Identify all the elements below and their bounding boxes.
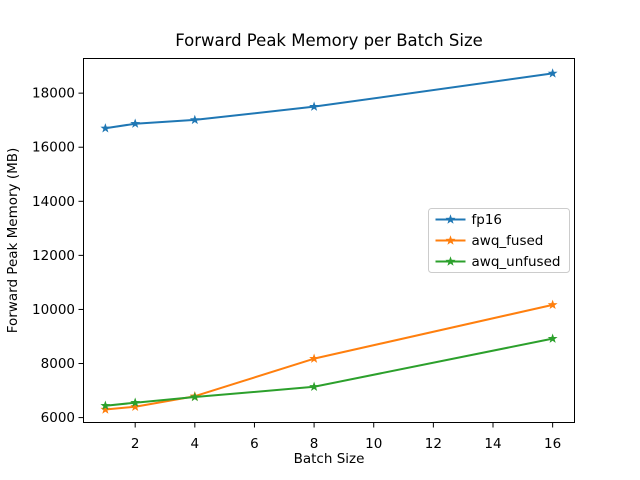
y-tick-label: 14000 (32, 194, 75, 210)
y-axis-ticks: 6000 8000 10000 12000 14000 16000 18000 (32, 86, 83, 426)
legend-label-awq_fused: awq_fused (472, 233, 544, 249)
x-axis-label: Batch Size (294, 451, 365, 467)
x-tick-label: 8 (310, 436, 319, 452)
y-tick-label: 8000 (41, 356, 75, 372)
marker-awq_fused (100, 404, 111, 414)
x-tick-label: 2 (131, 436, 140, 452)
marker-awq_unfused (547, 333, 558, 343)
marker-fp16 (309, 101, 320, 111)
marker-fp16 (189, 114, 200, 125)
marker-awq_unfused (130, 397, 141, 407)
legend-marker-fp16 (445, 214, 456, 224)
series-lines (100, 68, 558, 414)
y-tick-label: 12000 (32, 248, 75, 264)
marker-awq_fused (309, 353, 320, 363)
x-tick-label: 16 (544, 436, 561, 452)
marker-fp16 (100, 123, 111, 133)
y-tick-label: 18000 (32, 86, 75, 102)
marker-awq_fused (130, 401, 141, 411)
chart-title: Forward Peak Memory per Batch Size (175, 31, 483, 50)
x-tick-label: 6 (250, 436, 259, 452)
x-axis-ticks: 2 4 6 8 10 12 14 16 (131, 423, 561, 452)
legend-label-fp16: fp16 (472, 212, 503, 228)
legend-label-awq_unfused: awq_unfused (472, 254, 561, 270)
x-tick-label: 12 (425, 436, 442, 452)
plot-area-border (83, 58, 575, 423)
marker-awq_unfused (189, 391, 200, 402)
y-tick-label: 6000 (41, 410, 75, 426)
marker-awq_unfused (309, 381, 320, 391)
x-tick-label: 14 (484, 436, 501, 452)
marker-fp16 (547, 68, 558, 78)
legend-marker-awq_fused (445, 235, 456, 245)
y-tick-label: 10000 (32, 302, 75, 318)
line-awq_unfused (105, 337, 553, 407)
line-fp16 (105, 72, 553, 130)
marker-awq_unfused (100, 400, 111, 410)
legend-box (428, 208, 570, 273)
line-awq_fused (105, 303, 553, 411)
x-tick-label: 4 (191, 436, 200, 452)
legend: fp16 awq_fused awq_unfused (428, 208, 570, 273)
marker-fp16 (130, 118, 141, 128)
x-tick-label: 10 (365, 436, 382, 452)
y-tick-label: 16000 (32, 140, 75, 156)
y-axis-label: Forward Peak Memory (MB) (5, 148, 21, 334)
legend-marker-awq_unfused (445, 256, 456, 266)
marker-awq_fused (547, 299, 558, 310)
